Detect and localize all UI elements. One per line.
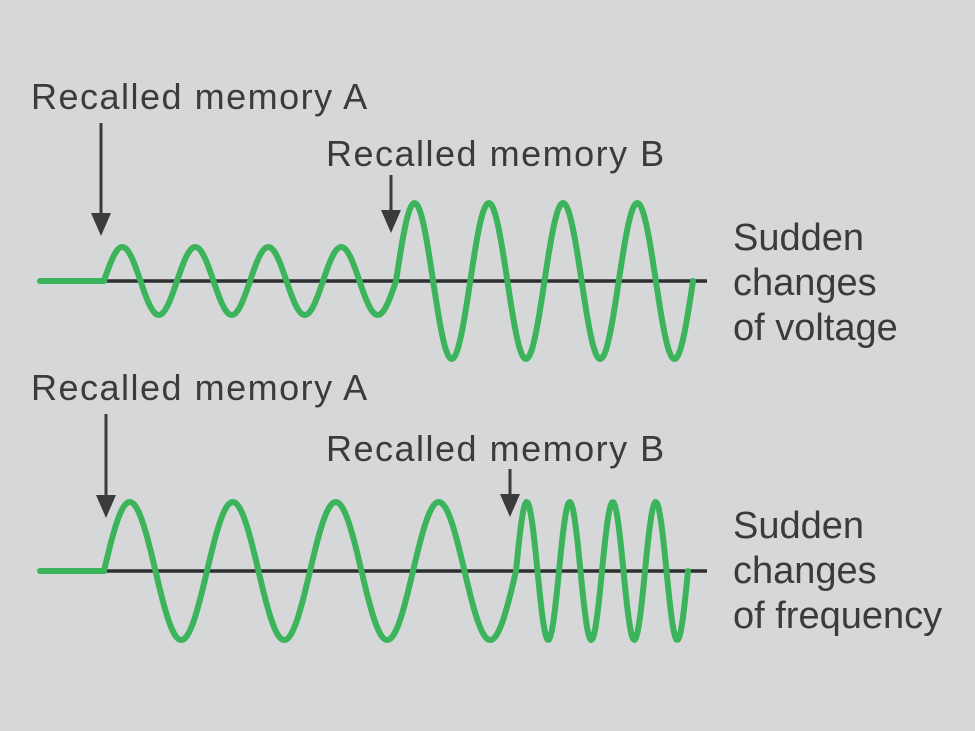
frequency-change-waveform	[37, 499, 691, 643]
waveforms	[37, 200, 696, 643]
bottom-memory-a-arrow-head	[96, 495, 116, 518]
voltage-change-waveform	[37, 200, 696, 362]
top-memory-b-arrow-head	[381, 210, 401, 233]
axis-lines	[100, 279, 707, 573]
caption-line: Sudden	[733, 505, 865, 547]
caption-line: of voltage	[733, 307, 898, 349]
caption-line: changes	[733, 550, 877, 592]
top-memory-a-arrow-head	[91, 213, 111, 236]
top-memory-b-arrow	[381, 175, 401, 233]
bottom-memory-a-arrow	[96, 414, 116, 518]
caption-line: Sudden	[733, 217, 865, 259]
caption-line: of frequency	[733, 595, 943, 637]
sudden-changes-of-voltage-caption: Sudden changes of voltage	[733, 216, 898, 351]
caption-line: changes	[733, 262, 877, 304]
bottom-memory-b-arrow	[500, 469, 520, 517]
arrows	[91, 123, 520, 518]
bottom-memory-b-arrow-head	[500, 494, 520, 517]
bottom-recalled-memory-b-label: Recalled memory B	[326, 428, 666, 469]
sudden-changes-of-frequency-caption: Sudden changes of frequency	[733, 504, 942, 639]
top-recalled-memory-a-label: Recalled memory A	[31, 76, 369, 117]
top-memory-a-arrow	[91, 123, 111, 236]
bottom-recalled-memory-a-label: Recalled memory A	[31, 367, 369, 408]
top-recalled-memory-b-label: Recalled memory B	[326, 133, 666, 174]
